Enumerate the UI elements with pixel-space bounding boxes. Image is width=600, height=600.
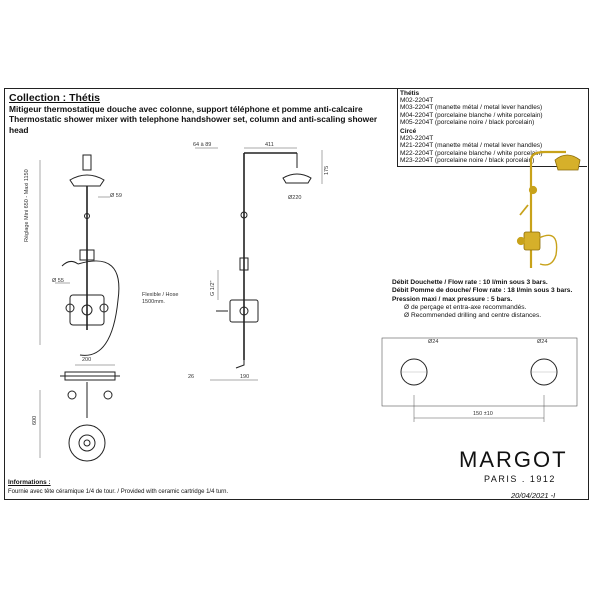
drilling-note-en: Ø Recommended drilling and centre distan… [404, 312, 542, 320]
product-title: Mitigeur thermostatique douche avec colo… [9, 104, 389, 135]
reference-item: M23-2204T (porcelaine noire / black porc… [400, 156, 535, 164]
reference-item: M21-2204T (manette métal / metal lever h… [400, 142, 543, 150]
dim-centre-distance: 150 ±10 [473, 411, 493, 417]
dim-d26: 26 [188, 374, 195, 380]
drawing-frame [4, 88, 589, 500]
flow-handshower: Débit Douchette / Flow rate : 10 l/min s… [392, 279, 548, 286]
reference-item: M02-2204T [400, 97, 434, 105]
flow-head: Débit Pomme de douche/ Flow rate : 18 l/… [392, 287, 573, 295]
product-illustration [516, 150, 581, 268]
dim-d55: Ø 55 [52, 278, 64, 284]
info-text: Fournie avec tête céramique 1/4 de tour.… [8, 489, 229, 495]
front-view-drawing [39, 154, 120, 462]
drilling-diagram [381, 337, 578, 422]
reference-item: M20-2204T [400, 135, 434, 143]
dim-g12: G 1/2" [210, 280, 216, 296]
dim-hole-right: Ø24 [537, 339, 548, 345]
document-date: 20/04/2021 -I [511, 491, 556, 500]
brand-logo: MARGOT [459, 447, 568, 472]
drilling-note-fr: Ø de perçage et entra-axe recommandés. [404, 303, 527, 311]
dim-d59: Ø 59 [110, 193, 122, 199]
dim-flex-length: 1500mm. [142, 299, 165, 305]
dim-d220: Ø220 [288, 195, 302, 201]
max-pressure: Pression maxi / max pressure : 5 bars. [392, 295, 513, 303]
dim-flex: Flexible / Hose [142, 292, 179, 298]
dim-d64-89: 64 à 89 [193, 142, 212, 148]
dim-h175: 175 [324, 165, 330, 175]
collection-title: Collection : Thétis [9, 92, 101, 104]
info-heading: Informations : [8, 479, 51, 486]
dim-w190: 190 [240, 374, 250, 380]
reference-item: M22-2204T (porcelaine blanche / white po… [400, 149, 543, 157]
reference-item: M03-2204T (manette métal / metal lever h… [400, 104, 543, 112]
brand-city: PARIS . 1912 [484, 474, 556, 484]
dim-hole-left: Ø24 [428, 339, 439, 345]
dim-w200: 200 [82, 357, 92, 363]
reference-heading: Circé [400, 128, 417, 135]
reference-group-circe: Circé M20-2204T M21-2204T (manette métal… [400, 128, 543, 164]
reference-group-thetis: Thétis M02-2204T M03-2204T (manette méta… [400, 90, 543, 126]
reference-box [397, 89, 587, 167]
specifications: Débit Douchette / Flow rate : 10 l/min s… [392, 279, 572, 320]
product-title-fr: Mitigeur thermostatique douche avec colo… [9, 104, 363, 114]
side-view-drawing [195, 147, 323, 381]
product-title-en: Thermostatic shower mixer with telephone… [9, 114, 378, 135]
reference-heading: Thétis [400, 90, 420, 97]
reference-item: M04-2204T (porcelaine blanche / white po… [400, 111, 543, 119]
reference-item: M05-2204T (porcelaine noire / black porc… [400, 118, 535, 126]
dim-height-range: Réglage Mini 650 - Maxi 1150 [24, 169, 30, 242]
dim-h600: 600 [32, 415, 38, 425]
dim-w411: 411 [265, 142, 274, 148]
